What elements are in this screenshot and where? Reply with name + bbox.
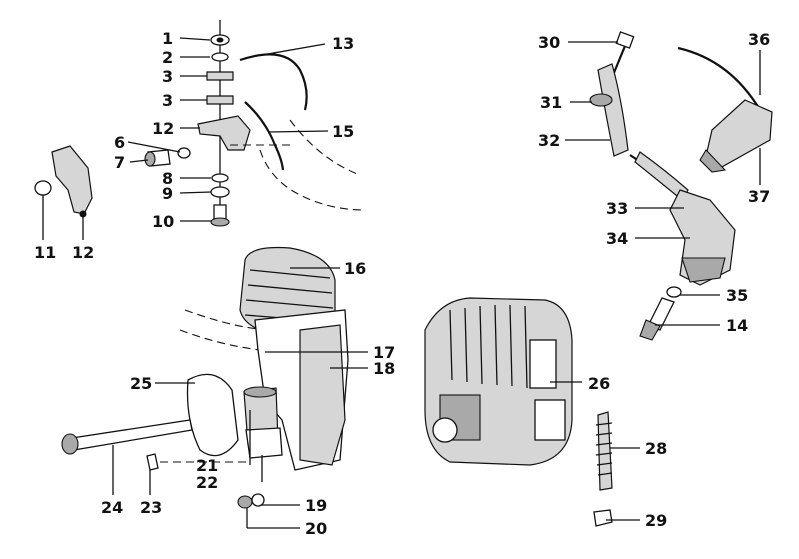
callout-18: 18 xyxy=(373,359,395,378)
part-22-base xyxy=(245,427,283,459)
callout-21: 21 xyxy=(196,456,218,475)
callout-labels: 1 2 3 3 12 6 7 8 9 10 13 15 11 12 16 17 … xyxy=(34,29,770,538)
callout-7: 7 xyxy=(114,153,125,172)
callout-31: 31 xyxy=(540,93,562,112)
part-37-connector xyxy=(705,99,773,169)
callout-1: 1 xyxy=(162,29,173,48)
callout-19: 19 xyxy=(305,496,327,515)
callout-24: 24 xyxy=(101,498,123,517)
callout-20: 20 xyxy=(305,519,327,538)
part-30-end xyxy=(615,31,635,49)
callout-37: 37 xyxy=(748,187,770,206)
part-32-sleeve xyxy=(597,63,629,157)
callout-14: 14 xyxy=(726,316,748,335)
callout-29: 29 xyxy=(645,511,667,530)
part-9-washer xyxy=(210,186,230,198)
callout-26: 26 xyxy=(588,374,610,393)
callout-6: 6 xyxy=(114,133,125,152)
callout-35: 35 xyxy=(726,286,748,305)
part-11-12-bracket xyxy=(34,145,93,218)
part-11-ring xyxy=(34,180,52,196)
leader-lines xyxy=(42,37,761,529)
breaker-stack-parts xyxy=(144,20,366,227)
part-12-bracket-upper xyxy=(197,115,251,151)
callout-22: 22 xyxy=(196,473,218,492)
callout-25: 25 xyxy=(130,374,152,393)
callout-12-upper: 12 xyxy=(152,119,174,138)
callout-3-lower: 3 xyxy=(162,91,173,110)
callout-9: 9 xyxy=(162,184,173,203)
callout-30: 30 xyxy=(538,33,560,52)
callout-12-lower: 12 xyxy=(72,243,94,262)
part-12-arm xyxy=(51,145,93,215)
callout-17: 17 xyxy=(373,343,395,362)
part-13-lead xyxy=(239,53,308,111)
part-29-cap xyxy=(593,509,613,527)
part-19-washer xyxy=(251,493,265,507)
part-18-cover xyxy=(299,324,346,466)
engine-block xyxy=(424,297,573,466)
callout-3-upper: 3 xyxy=(162,67,173,86)
part-25-plate xyxy=(186,373,239,457)
callout-8: 8 xyxy=(162,169,173,188)
part-2-washer xyxy=(211,52,229,62)
part-36-lead xyxy=(677,46,761,111)
part-14-spark-plug xyxy=(647,297,675,331)
callout-13: 13 xyxy=(332,34,354,53)
callout-11: 11 xyxy=(34,243,56,262)
part-8-washer xyxy=(211,173,229,183)
callout-15: 15 xyxy=(332,122,354,141)
part-20-nut xyxy=(237,495,253,509)
magneto-assembly xyxy=(61,246,349,509)
part-6-washer xyxy=(177,147,191,159)
callout-23: 23 xyxy=(140,498,162,517)
callout-36: 36 xyxy=(748,30,770,49)
ht-lead-assembly xyxy=(589,31,773,341)
part-3-clip-upper xyxy=(206,71,234,81)
part-23-screw xyxy=(146,453,159,471)
callout-10: 10 xyxy=(152,212,174,231)
callout-32: 32 xyxy=(538,131,560,150)
part-15-lead xyxy=(244,101,285,171)
part-3-clip-lower xyxy=(206,95,234,105)
callout-2: 2 xyxy=(162,48,173,67)
part-35-ferrule xyxy=(666,286,682,298)
callout-34: 34 xyxy=(606,229,628,248)
part-24-long-bolt xyxy=(71,419,193,451)
callout-28: 28 xyxy=(645,439,667,458)
part-31-clamp xyxy=(589,93,613,107)
spring-and-cap xyxy=(593,411,613,527)
callout-33: 33 xyxy=(606,199,628,218)
callout-16: 16 xyxy=(344,259,366,278)
